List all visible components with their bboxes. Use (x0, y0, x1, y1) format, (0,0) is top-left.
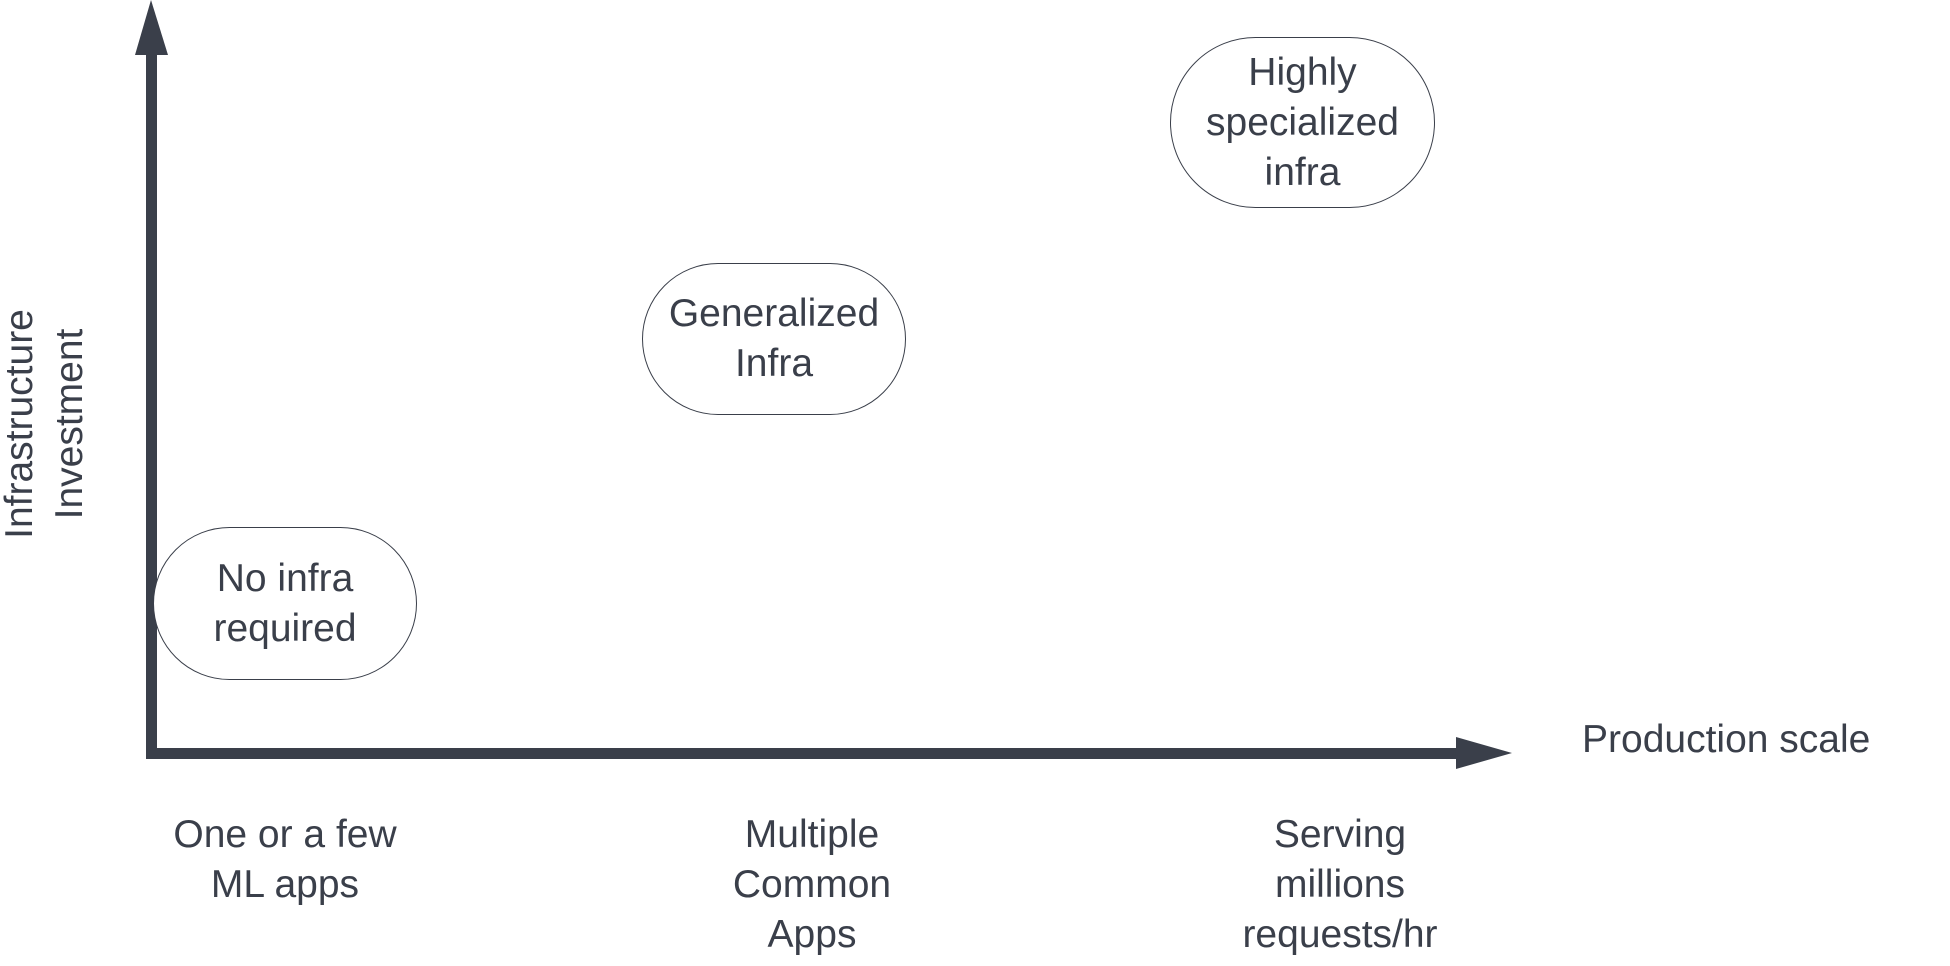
x-axis-label: Production scale (1582, 715, 1870, 765)
node-specialized-infra-line-2: specialized (1206, 100, 1399, 144)
node-no-infra-label: No infra required (213, 554, 356, 654)
x-axis-line (146, 748, 1466, 759)
x-category-few-apps-line-2: ML apps (210, 863, 360, 906)
y-axis-arrowhead (135, 0, 168, 55)
x-category-millions-requests-line-1: Serving (1273, 813, 1407, 856)
y-axis-line (146, 52, 157, 756)
node-specialized-infra-line-3: infra (1264, 150, 1341, 194)
x-category-few-apps-line-1: One or a few (173, 813, 397, 856)
x-category-multiple-apps-line-1: Multiple (744, 813, 880, 856)
node-generalized-infra: Generalized Infra (642, 263, 906, 415)
node-generalized-infra-line-1: Generalized (668, 292, 880, 335)
node-no-infra-line-1: No infra (216, 556, 354, 600)
y-axis-label: Infrastructure Investment (0, 309, 95, 539)
x-category-multiple-apps: Multiple Common Apps (733, 810, 891, 960)
node-specialized-infra-line-1: Highly (1248, 50, 1357, 94)
x-category-multiple-apps-line-3: Apps (767, 913, 857, 956)
x-axis-arrowhead (1456, 737, 1512, 769)
y-axis-label-line-1: Infrastructure (0, 309, 41, 539)
node-specialized-infra: Highly specialized infra (1170, 37, 1435, 208)
x-category-few-apps: One or a few ML apps (173, 810, 396, 910)
node-generalized-infra-line-2: Infra (734, 342, 814, 385)
x-category-multiple-apps-line-2: Common (732, 863, 892, 906)
x-axis-label-text: Production scale (1582, 718, 1871, 761)
x-category-millions-requests: Serving millions requests/hr (1242, 810, 1437, 960)
node-no-infra: No infra required (153, 527, 417, 680)
x-category-millions-requests-line-2: millions (1274, 863, 1406, 906)
y-axis-label-line-2: Investment (48, 328, 91, 520)
x-category-millions-requests-line-3: requests/hr (1242, 913, 1438, 956)
node-specialized-infra-label: Highly specialized infra (1206, 48, 1399, 198)
node-no-infra-line-2: required (213, 606, 357, 650)
node-generalized-infra-label: Generalized Infra (669, 289, 879, 389)
